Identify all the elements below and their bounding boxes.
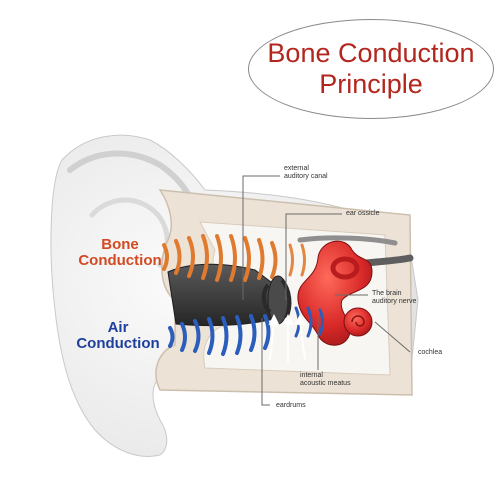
- callout-meatus: internal acoustic meatus: [300, 372, 351, 388]
- cochlea-spiral: [351, 315, 365, 327]
- air-label-line-2: Conduction: [76, 335, 160, 352]
- semicircular-ring: [330, 256, 360, 280]
- external-canal-line-1: external: [284, 165, 309, 172]
- meatus-line-1: internal: [300, 372, 323, 379]
- eardrum-arrows: [268, 313, 306, 362]
- callout-external-canal: external auditory canal: [284, 165, 328, 181]
- title-line-2: Principle: [319, 69, 423, 99]
- air-conduction-label: Air Conduction: [68, 320, 168, 352]
- callout-eardrums: eardrums: [276, 402, 306, 409]
- air-conduction-waves: [168, 314, 271, 356]
- bone-conduction-label: Bone Conduction: [70, 237, 170, 269]
- meatus-line-2: acoustic meatus: [300, 380, 351, 387]
- nerve-line-2: auditory nerve: [372, 298, 417, 305]
- nerve-line-1: The brain: [372, 290, 402, 297]
- callout-nerve: The brain auditory nerve: [372, 290, 416, 306]
- callout-lines: [242, 175, 411, 406]
- title-line-1: Bone Conduction: [267, 38, 475, 68]
- bone-conduction-waves: [162, 234, 278, 282]
- external-canal-line-2: auditory canal: [284, 173, 328, 180]
- bone-label-line-1: Bone: [101, 236, 139, 253]
- bone-waves-inner: [288, 243, 306, 277]
- callout-ossicle: ear ossicle: [346, 210, 380, 217]
- air-label-line-1: Air: [107, 319, 129, 336]
- callout-cochlea: cochlea: [418, 349, 443, 356]
- ossicle-shape: [261, 278, 292, 319]
- bone-label-line-2: Conduction: [78, 252, 162, 269]
- headphone-band: [297, 235, 398, 246]
- title-bubble: Bone Conduction Principle: [248, 19, 494, 119]
- cochlea-shape: [343, 307, 373, 337]
